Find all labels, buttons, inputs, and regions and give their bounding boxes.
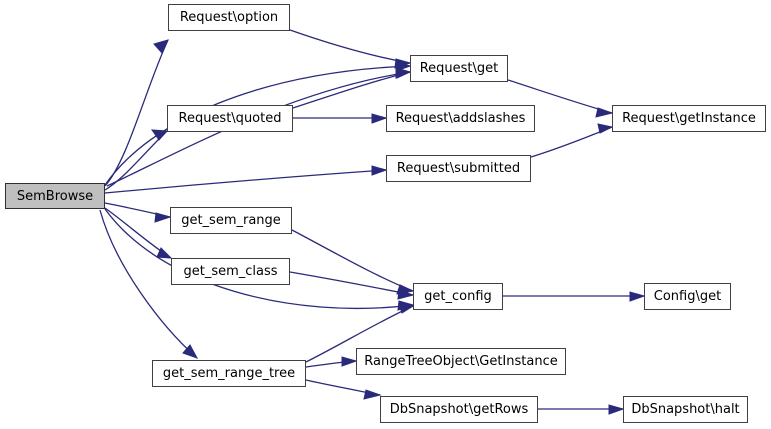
graph-node-label: get_sem_range [181,213,281,228]
graph-edge [104,130,168,191]
graph-node-sembrowse[interactable]: SemBrowse [5,183,105,209]
graph-node-db_halt[interactable]: DbSnapshot\halt [623,396,748,423]
arrowhead-icon [595,107,614,118]
graph-node-label: Request\quoted [178,111,282,126]
graph-node-get_sem_class[interactable]: get_sem_class [171,258,290,285]
graph-node-label: DbSnapshot\getRows [389,402,529,417]
graph-node-req_option[interactable]: Request\option [168,4,290,31]
arrowhead-icon [371,113,388,124]
arrowhead-icon [398,303,415,314]
graph-node-req_subm[interactable]: Request\submitted [386,155,531,182]
graph-node-label: Request\submitted [396,161,521,176]
graph-node-label: Request\get [419,61,499,76]
graph-node-get_config[interactable]: get_config [413,283,503,310]
arrowhead-icon [395,67,412,79]
graph-node-label: get_sem_range_tree [162,366,296,381]
arrowhead-icon [597,123,614,134]
arrowhead-icon [608,404,625,415]
graph-edge [104,39,169,187]
arrowhead-icon [397,289,415,300]
arrowhead-icon [363,389,382,400]
graph-edge [291,229,414,292]
arrowhead-icon [156,247,173,259]
arrowhead-icon [154,212,172,223]
graph-edge [99,209,198,359]
graph-node-req_getinst[interactable]: Request\getInstance [612,105,766,132]
graph-node-req_quoted[interactable]: Request\quoted [167,105,293,132]
graph-edge [104,65,411,186]
graph-edge [289,29,411,64]
graph-node-db_getrows[interactable]: DbSnapshot\getRows [380,396,538,423]
arrowhead-icon [629,291,646,302]
graph-node-label: get_sem_class [183,264,278,279]
graph-node-label: Request\option [179,10,279,25]
graph-node-label: get_config [424,289,492,304]
graph-edge [104,208,414,310]
arrowhead-icon [371,165,388,176]
arrowhead-icon [394,58,412,69]
graph-node-config_get[interactable]: Config\get [644,283,731,310]
graph-node-label: SemBrowse [16,188,94,204]
arrowhead-icon [182,344,199,359]
graph-edge [104,169,387,194]
graph-node-get_sem_range[interactable]: get_sem_range [170,207,292,234]
arrowhead-icon [153,39,169,54]
graph-node-label: Request\addslashes [395,111,526,126]
arrowhead-icon [341,356,358,367]
arrowhead-icon [150,129,169,141]
graph-node-label: Config\get [653,289,722,304]
graph-node-rto_getinst[interactable]: RangeTreeObject\GetInstance [356,348,566,375]
graph-node-gsrt[interactable]: get_sem_range_tree [152,360,306,387]
graph-node-label: RangeTreeObject\GetInstance [364,354,558,369]
graph-node-label: DbSnapshot\halt [631,402,740,417]
graph-node-label: Request\getInstance [622,111,756,126]
graph-node-req_addsl[interactable]: Request\addslashes [386,105,535,132]
graph-node-req_get[interactable]: Request\get [410,55,508,82]
